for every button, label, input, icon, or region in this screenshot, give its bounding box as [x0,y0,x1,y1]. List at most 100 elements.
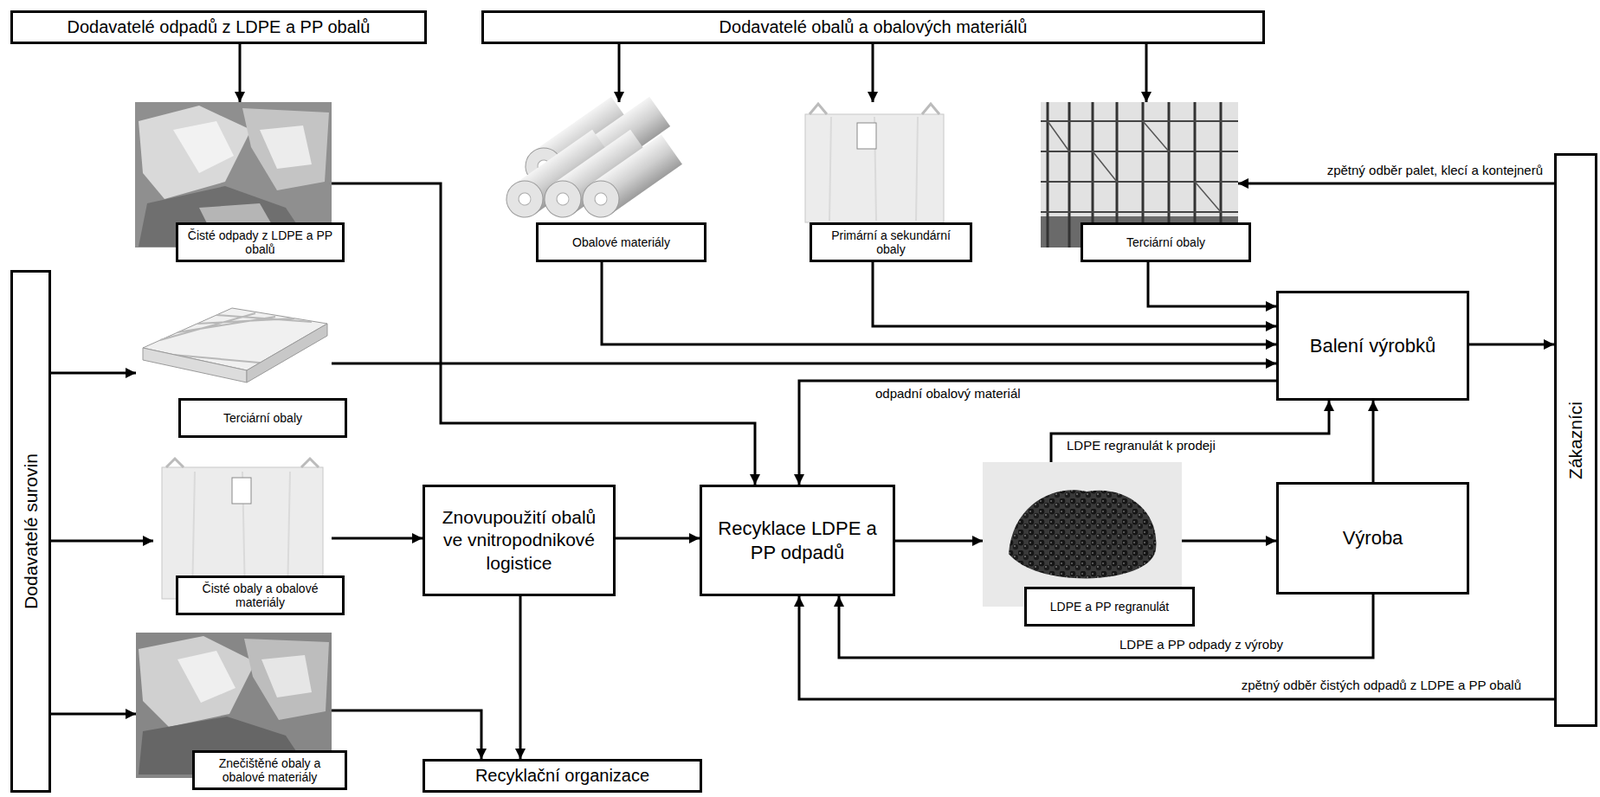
flow-arrow [895,540,983,543]
flow-arrow [519,596,523,760]
photo-detail [592,190,609,207]
edge-label: zpětný odběr palet, klecí a kontejnerů [1324,163,1546,179]
photo-detail [809,103,940,115]
photo-detail [787,102,960,225]
caption-box: LDPE a PP regranulát [1024,587,1195,627]
caption-text: LDPE a PP regranulát [1050,600,1170,614]
caption-box: Čisté obaly a obalové materiály [175,575,345,616]
caption-text: Primární a sekundární obaly [817,228,965,257]
photo-detail [1047,121,1221,213]
edge-label: odpadní obalový materiál [872,387,1024,402]
photo-node: Čisté obaly a obalové materiály [153,457,332,602]
bulk-bag-photo [787,102,960,225]
process-box: Balení výrobků [1276,290,1470,401]
node-text: Dodavatelé obalů a obalových materiálů [719,16,1028,39]
photo-detail [244,638,330,721]
node-text: Znovupoužití obalů ve vnitropodnikové lo… [432,506,607,575]
photo-detail [982,462,1182,607]
regranulate-photo [982,462,1182,607]
process-box: Recyklace LDPE a PP odpadů [699,484,896,597]
caption-text: Znečištěné obaly a obalové materiály [200,756,340,785]
photo-detail [142,348,247,383]
photo-node: Obalové materiály [499,102,694,220]
process-box: Recyklační organizace [422,759,703,794]
flow-arrow [1051,400,1330,463]
node-text: Dodavatelé surovin [20,453,42,610]
flow-arrow [51,540,154,543]
flow-arrow [331,183,755,485]
photo-detail [499,174,550,225]
caption-box: Znečištěné obaly a obalové materiály [192,750,348,791]
flow-arrow [1372,400,1375,483]
photo-detail [537,174,588,225]
flow-arrow [1181,540,1277,543]
flow-arrow [872,262,1277,327]
node-text: Zákazníci [1565,401,1587,480]
caption-box: Primární a sekundární obaly [809,222,973,263]
photo-detail [575,134,683,225]
photo-detail [516,190,533,207]
caption-box: Terciární obaly [1080,222,1252,263]
caption-text: Čisté odpady z LDPE a PP obalů [183,228,337,257]
flow-arrow [1148,262,1277,307]
flow-arrow [51,372,136,375]
photo-detail [261,655,312,698]
photo-detail [246,323,328,383]
node-text: Recyklační organizace [475,765,650,788]
caption-box: Obalové materiály [535,222,707,263]
node-text: Recyklace LDPE a PP odpadů [709,516,886,565]
photo-node: LDPE a PP regranulát [982,462,1182,607]
photo-detail [173,121,234,174]
flow-arrow [1145,44,1149,103]
photo-detail [177,651,236,704]
edge-label: LDPE regranulát k prodeji [1064,438,1219,454]
flow-arrow [871,44,875,103]
photo-detail [1008,490,1156,579]
photo-node: Znečištěné obaly a obalové materiály [135,632,332,779]
flow-arrow [618,44,621,103]
caption-box: Čisté odpady z LDPE a PP obalů [175,222,345,263]
flow-arrow [331,362,1277,366]
photo-detail [138,105,252,200]
photo-detail [805,114,944,223]
flow-arrow [51,713,136,717]
photo-node: Terciární obaly [135,303,332,388]
flow-arrow [331,710,482,760]
flow-arrow [1238,182,1555,186]
process-box: Dodavatelé odpadů z LDPE a PP obalů [10,10,427,45]
caption-text: Terciární obaly [223,411,303,426]
process-box: Znovupoužití obalů ve vnitropodnikové lo… [422,484,616,597]
photo-detail [259,125,312,169]
photo-detail [1040,121,1239,213]
process-box: Dodavatelé obalů a obalových materiálů [481,10,1265,45]
node-text: Dodavatelé odpadů z LDPE a PP obalů [67,16,371,39]
photo-detail [138,636,256,728]
photo-detail [590,134,683,214]
photo-node: Primární a sekundární obaly [787,102,960,225]
actor-bar: Zákazníci [1554,153,1598,728]
caption-text: Terciární obaly [1126,235,1206,250]
flow-arrow [331,537,423,541]
flow-arrow [238,44,242,103]
caption-text: Čisté obaly a obalové materiály [183,581,337,610]
photo-detail [166,458,319,468]
pallet-photo [135,303,332,388]
photo-node: Terciární obaly [1040,102,1239,248]
photo-node: Čisté odpady z LDPE a PP obalů [135,102,332,248]
flow-arrow [615,537,700,541]
photo-detail [857,122,877,149]
film-rolls-photo [499,96,694,226]
process-box: Výroba [1276,482,1470,595]
photo-detail [242,108,330,191]
actor-bar: Dodavatelé surovin [10,270,52,794]
edge-label: zpětný odběr čistých odpadů z LDPE a PP … [1238,678,1524,694]
flow-arrow [601,262,1277,345]
edge-label: LDPE a PP odpady z výroby [1116,638,1286,653]
photo-detail [135,303,332,388]
photo-detail [232,477,252,504]
caption-box: Terciární obaly [178,398,348,439]
node-text: Balení výrobků [1309,334,1437,359]
node-text: Výroba [1342,526,1404,551]
photo-detail [829,116,918,221]
caption-text: Obalové materiály [572,235,671,250]
